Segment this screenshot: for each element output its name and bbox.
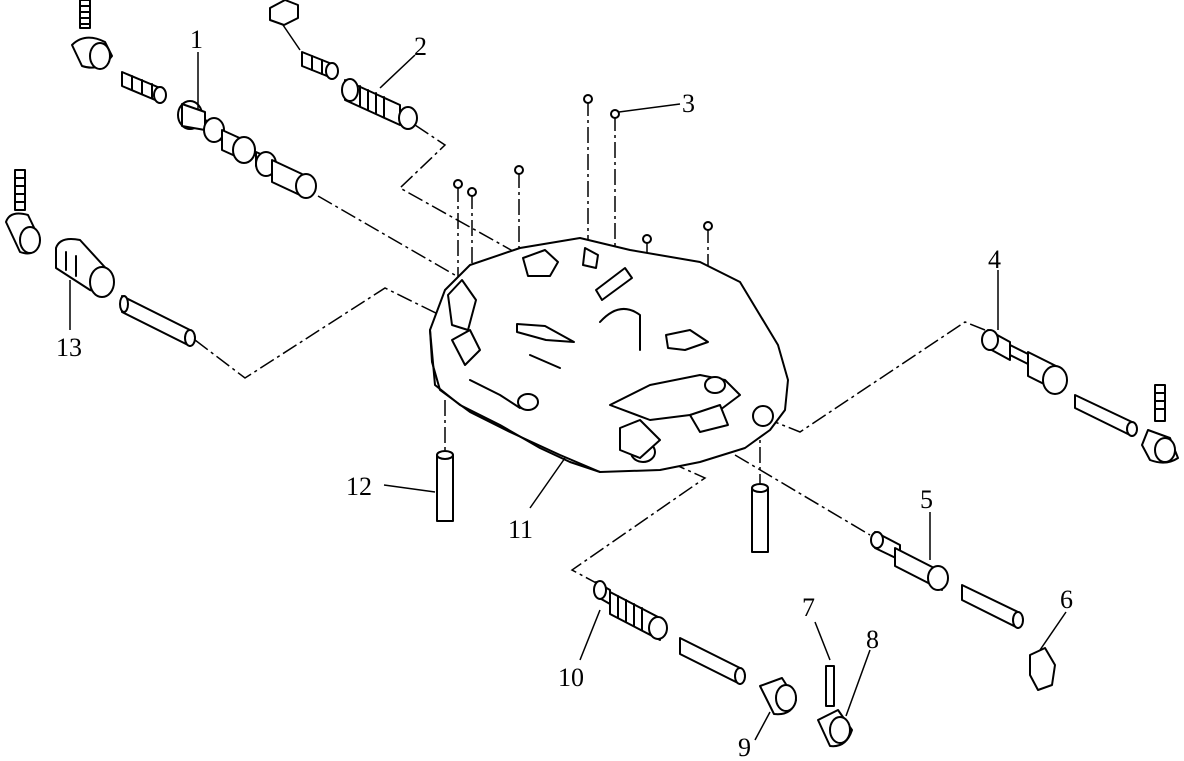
part-6-retainer: 6 [1029,585,1073,691]
label-7: 7 [802,593,815,622]
part-12-pin: 12 [346,450,454,522]
label-10: 10 [558,663,584,692]
label-1: 1 [190,25,203,54]
part-10-valve-assembly: 10 [558,580,746,692]
label-2: 2 [414,32,427,61]
label-13: 13 [56,333,82,362]
part-7-pin: 7 [802,593,835,707]
label-9: 9 [738,733,751,761]
part-9-plug: 9 [738,677,797,761]
part-13-valve-assembly: 13 [5,169,196,362]
label-3: 3 [682,89,695,118]
label-8: 8 [866,625,879,654]
part-1-valve-assembly: 1 [71,0,317,199]
part-2-valve-assembly: 2 [269,0,427,130]
label-6: 6 [1060,585,1073,614]
label-12: 12 [346,472,372,501]
part-8-plug: 8 [817,625,879,748]
pin-right [751,483,769,553]
part-4-valve-assembly: 4 [981,245,1179,464]
part-11-valve-body: 11 [429,237,789,544]
label-4: 4 [988,245,1001,274]
label-11: 11 [508,515,533,544]
label-5: 5 [920,485,933,514]
part-5-valve-assembly: 5 [870,485,1024,629]
check-balls: 3 [453,89,713,244]
